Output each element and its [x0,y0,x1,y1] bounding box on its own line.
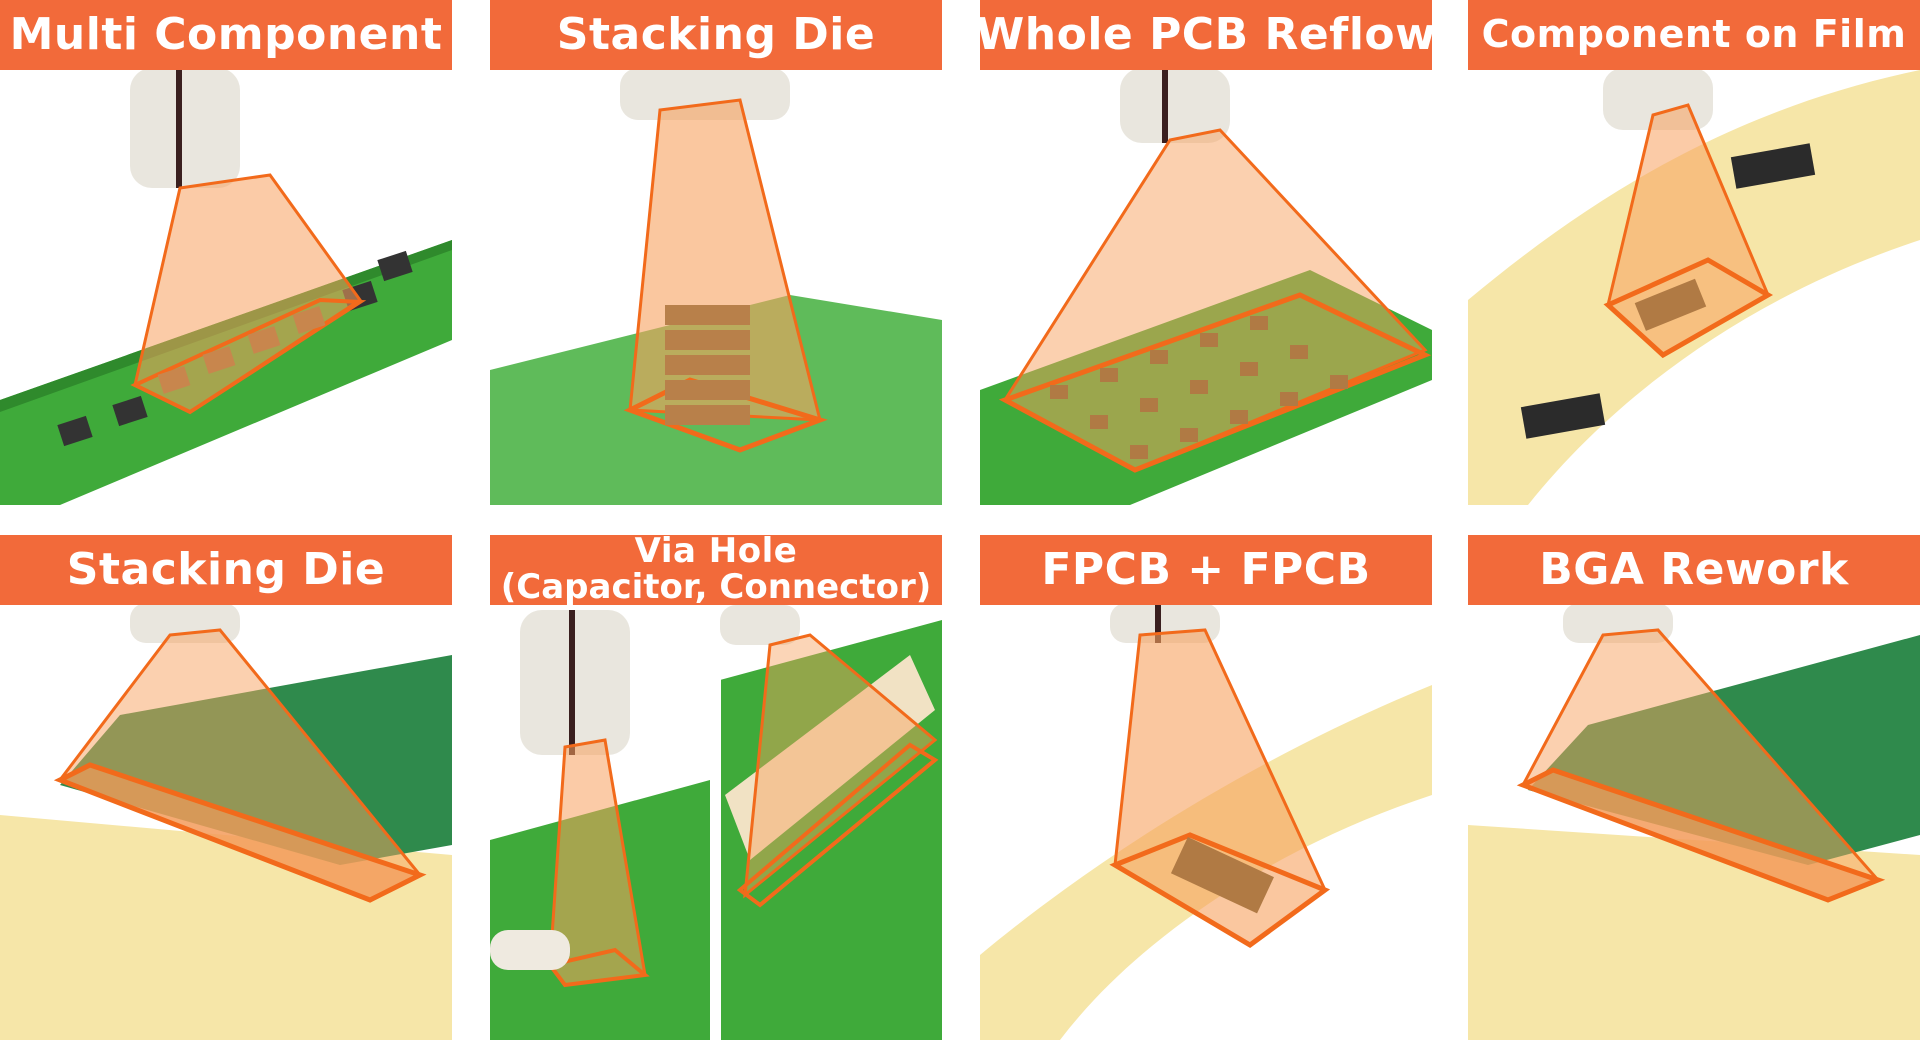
stacking-die-illustration [490,68,942,505]
ic-icon [1520,393,1606,439]
multi-component-illustration [0,68,452,505]
chip-icon [112,395,148,427]
tile-multi-component: Multi Component [0,0,452,505]
tile-banner: Stacking Die [490,0,942,70]
bga-rework-illustration [1468,603,1920,1040]
component-on-film-illustration [1468,68,1920,505]
tile-banner: FPCB + FPCB [980,535,1432,605]
tile-banner: BGA Rework [1468,535,1920,605]
tile-title: BGA Rework [1539,543,1849,595]
tile-banner: Multi Component [0,0,452,70]
connector-icon [725,655,935,860]
tile-title: Multi Component [9,8,443,60]
tile-bga-rework: BGA Rework [1468,535,1920,1040]
tile-banner: Stacking Die [0,535,452,605]
chip-icon [377,250,413,282]
chip-icon [57,415,93,447]
laser-beam-icon [1002,128,1428,472]
tile-stacking-die-2: Stacking Die [0,535,452,1040]
tile-stacking-die: Stacking Die [490,0,942,505]
tile-banner: Whole PCB Reflow [980,0,1432,70]
tile-title: Whole PCB Reflow [980,8,1432,60]
stacking-die-flex-illustration [0,603,452,1040]
fpcb-illustration [980,603,1432,1040]
tile-whole-pcb-reflow: Whole PCB Reflow [980,0,1432,505]
laser-head-icon [620,68,790,120]
tile-title: Stacking Die [66,543,386,595]
tile-title: Component on Film [1481,12,1907,57]
laser-beam-icon [743,633,938,899]
tile-banner: Via Hole (Capacitor, Connector) [490,535,942,605]
ic-icon [1730,143,1816,189]
laser-head-icon [1120,68,1230,143]
tile-title: Stacking Die [556,8,876,60]
tile-title: Via Hole [634,535,798,572]
tile-via-hole: Via Hole (Capacitor, Connector) [490,535,942,1040]
tile-title: FPCB + FPCB [1041,543,1371,595]
via-hole-illustration [490,605,942,1040]
laser-head-icon [720,605,800,645]
tile-subtitle: (Capacitor, Connector) [500,567,932,607]
tile-component-on-film: Component on Film [1468,0,1920,505]
tile-fpcb-fpcb: FPCB + FPCB [980,535,1432,1040]
tile-banner: Component on Film [1468,0,1920,70]
laser-head-icon [130,68,240,188]
capacitor-icon [490,930,570,970]
whole-pcb-reflow-illustration [980,68,1432,505]
